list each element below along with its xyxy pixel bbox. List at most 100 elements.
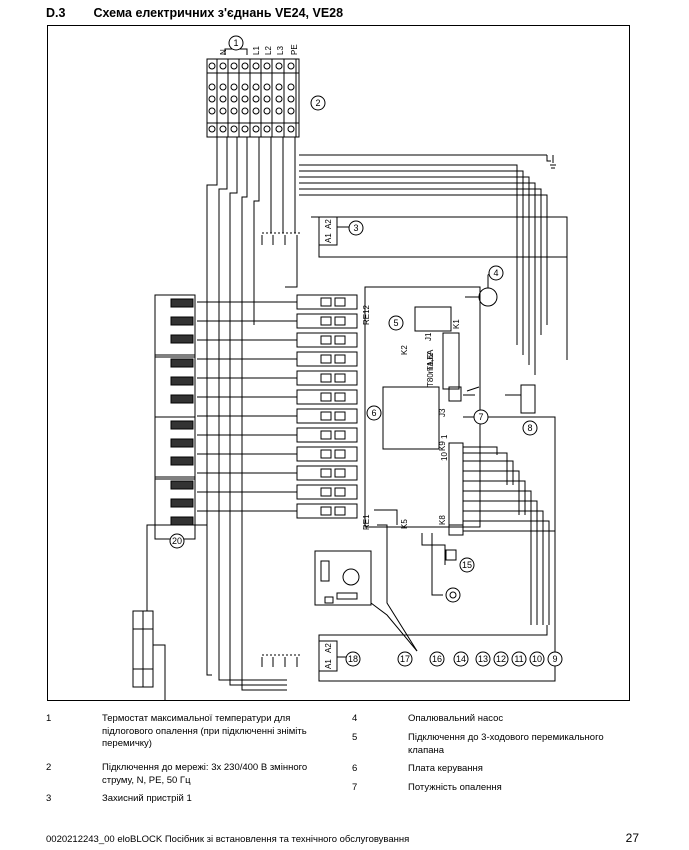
terminal-screw <box>230 95 238 103</box>
legend-item: 6 Плата керування <box>352 763 483 774</box>
svg-text:5: 5 <box>393 318 398 328</box>
label-k1: K1 <box>452 319 461 329</box>
label-l3: L3 <box>276 46 285 55</box>
relay-box <box>296 389 358 405</box>
legend-item: 1 Термостат максимальної температури для… <box>46 713 307 749</box>
terminal-screw <box>252 125 260 133</box>
label-re1: RE1 <box>362 514 371 530</box>
heater-element <box>170 376 194 386</box>
terminal-screw <box>241 62 249 70</box>
relay-coil <box>320 316 332 326</box>
label-terminal-10: 10 <box>440 452 449 461</box>
relay-box <box>296 294 358 310</box>
terminal-screw <box>263 107 271 115</box>
terminal-screw <box>252 107 260 115</box>
svg-text:6: 6 <box>371 408 376 418</box>
callout-14: 14 <box>453 651 469 667</box>
svg-text:15: 15 <box>462 560 472 570</box>
legend-item: 3 Захисний пристрій 1 <box>46 793 192 804</box>
callout-15: 15 <box>459 557 475 573</box>
terminal-screw <box>208 107 216 115</box>
svg-text:8: 8 <box>527 423 532 433</box>
relay-coil <box>320 392 332 402</box>
relay-box <box>296 408 358 424</box>
legend-left: 1 Термостат максимальної температури для… <box>46 713 336 812</box>
label-re12: RE12 <box>362 304 371 325</box>
terminal-screw <box>275 95 283 103</box>
callout-12: 12 <box>493 651 509 667</box>
terminal-screw <box>219 83 227 91</box>
label-a1-bottom: A1 <box>324 659 333 669</box>
label-fuse-1: T1,6A <box>426 349 435 371</box>
callout-3: 3 <box>348 220 364 236</box>
relay-box <box>296 332 358 348</box>
relay-contact <box>334 335 346 345</box>
label-j2: J2 <box>426 352 435 361</box>
terminal-screw <box>287 95 295 103</box>
heater-element <box>170 498 194 508</box>
label-k9: K9 <box>438 441 447 451</box>
terminal-screw <box>219 95 227 103</box>
relay-contact <box>334 392 346 402</box>
callout-13: 13 <box>475 651 491 667</box>
relay-coil <box>320 449 332 459</box>
relay-box <box>296 484 358 500</box>
relay-coil <box>320 354 332 364</box>
relay-box <box>296 427 358 443</box>
legend-item: 4 Опалювальний насос <box>352 713 504 724</box>
callout-1: 1 <box>228 35 244 51</box>
terminal-screw <box>230 83 238 91</box>
terminal-screw <box>230 62 238 70</box>
relay-contact <box>334 449 346 459</box>
svg-text:17: 17 <box>400 654 410 664</box>
terminal-screw <box>252 95 260 103</box>
label-a2-bottom: A2 <box>324 643 333 653</box>
relay-coil <box>320 468 332 478</box>
heater-group <box>154 416 196 480</box>
relay-coil <box>320 411 332 421</box>
terminal-screw <box>275 125 283 133</box>
label-j3: J3 <box>438 408 447 417</box>
terminal-screw <box>219 125 227 133</box>
terminal-screw <box>230 125 238 133</box>
relay-coil <box>320 373 332 383</box>
label-a1-top: A1 <box>324 233 333 243</box>
callout-10: 10 <box>529 651 545 667</box>
relay-contact <box>334 373 346 383</box>
heater-element <box>170 438 194 448</box>
label-fuse-2: T80mA <box>426 361 435 387</box>
terminal-screw <box>252 83 260 91</box>
page-header: D.3 Схема електричних з'єднань VE24, VE2… <box>46 6 343 20</box>
terminal-screw <box>252 62 260 70</box>
terminal-screw <box>287 83 295 91</box>
section-title: Схема електричних з'єднань VE24, VE28 <box>93 6 344 20</box>
relay-contact <box>334 468 346 478</box>
heater-group <box>154 294 196 358</box>
terminal-screw <box>241 107 249 115</box>
legend-right: 4 Опалювальний насос 5 Підключення до 3-… <box>352 713 642 801</box>
heater-element <box>170 516 194 526</box>
terminal-screw <box>208 83 216 91</box>
svg-text:7: 7 <box>478 412 483 422</box>
terminal-screw <box>275 62 283 70</box>
diagram-frame <box>47 25 630 701</box>
label-k8: K8 <box>438 515 447 525</box>
footer-doc: 0020212243_00 eloBLOCK Посібник зі встан… <box>46 834 410 845</box>
terminal-screw <box>230 107 238 115</box>
relay-box <box>296 313 358 329</box>
svg-text:20: 20 <box>172 536 182 546</box>
relay-box <box>296 465 358 481</box>
page-number: 27 <box>625 831 639 845</box>
heater-element <box>170 394 194 404</box>
relay-contact <box>334 354 346 364</box>
heater-element <box>170 316 194 326</box>
callout-8: 8 <box>522 420 538 436</box>
svg-text:9: 9 <box>552 654 557 664</box>
callout-7: 7 <box>473 409 489 425</box>
terminal-screw <box>208 125 216 133</box>
relay-contact <box>334 411 346 421</box>
label-k5: K5 <box>400 519 409 529</box>
terminal-screw <box>263 62 271 70</box>
terminal-screw <box>275 83 283 91</box>
relay-contact <box>334 430 346 440</box>
